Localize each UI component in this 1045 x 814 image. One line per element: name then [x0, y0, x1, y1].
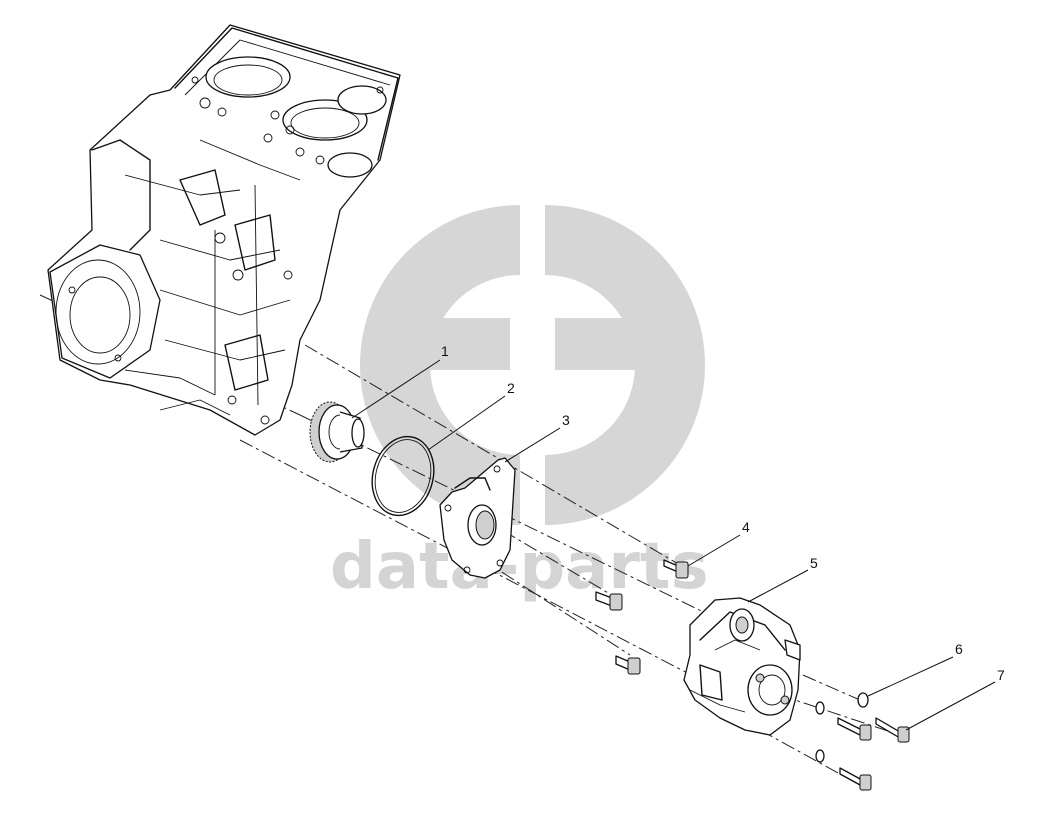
callout-4: 4: [742, 519, 750, 535]
watermark-text: data-parts: [330, 530, 709, 604]
bolt-middle: [837, 717, 872, 741]
washer: [815, 692, 869, 763]
callout-1: 1: [441, 343, 449, 359]
watermark: data-parts: [330, 205, 709, 604]
drive-gear: [309, 401, 365, 463]
flange-bolt: [595, 559, 689, 675]
flange-bolt-upper: [663, 559, 689, 579]
leader-lines: [351, 359, 996, 731]
callout-7: 7: [997, 667, 1005, 683]
adapter-plate: [439, 457, 516, 579]
callout-6: 6: [955, 641, 963, 657]
callout-2: 2: [507, 380, 515, 396]
bolt-lower: [839, 767, 872, 791]
flange-bolt-lower: [615, 655, 641, 675]
flange-bolt-middle: [595, 591, 623, 611]
bolt: [837, 717, 910, 791]
o-ring: [371, 435, 435, 517]
watermark-logo: [360, 205, 705, 525]
washer-upper: [857, 692, 869, 708]
engine-block: [47, 24, 401, 436]
callouts: 1 2 3 4 5 6 7: [441, 343, 1005, 683]
callout-3: 3: [562, 412, 570, 428]
callout-5: 5: [810, 555, 818, 571]
fuel-injection-pump: [683, 597, 801, 736]
washer-lower: [815, 749, 825, 763]
bolt-upper: [875, 717, 910, 743]
washer-middle: [815, 701, 825, 715]
